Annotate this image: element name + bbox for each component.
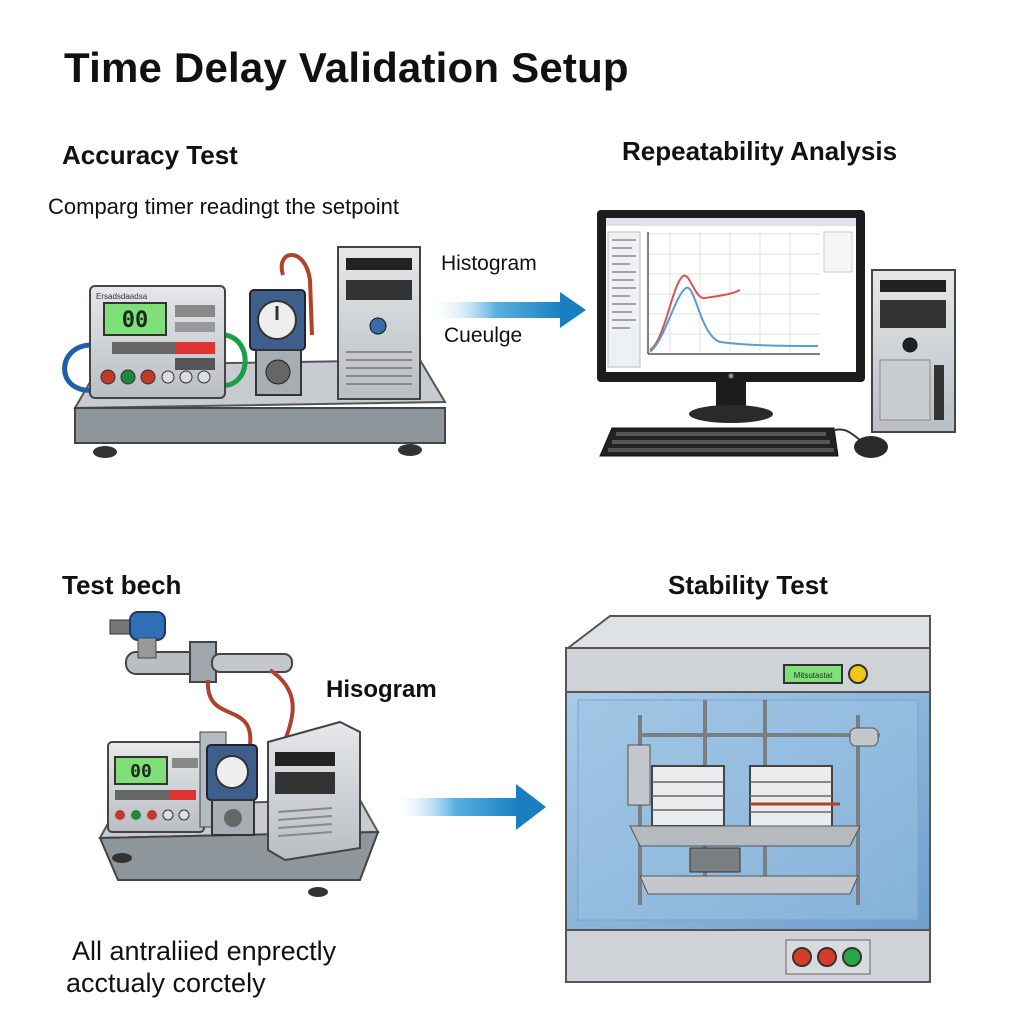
chamber-display: Mitsutastat xyxy=(794,671,833,680)
accuracy-test-caption: Comparg timer readingt the setpoint xyxy=(48,194,399,219)
arrow-label-histogram: Histogram xyxy=(441,252,537,275)
arrow-label-cueulge: Cueulge xyxy=(444,324,523,347)
arrow-to-repeatability xyxy=(430,292,586,328)
repeatability-computer xyxy=(597,210,956,458)
repeatability-analysis-heading: Repeatability Analysis xyxy=(622,136,898,166)
arrow-to-stability xyxy=(392,784,546,830)
arrow-label-hisogram: Hisogram xyxy=(326,676,437,703)
stability-chamber: Mitsutastat xyxy=(565,615,931,983)
test-bench-setup: 00 xyxy=(98,611,380,897)
stability-test-heading: Stability Test xyxy=(668,570,828,600)
test-bench-caption-line1: All antraliied enprectly xyxy=(72,936,337,966)
accuracy-timer-brand: Ersadsdaadsa xyxy=(96,292,148,301)
test-bench-caption-line2: acctualy corctely xyxy=(66,968,266,998)
accuracy-test-bench: 00 Ersadsdaadsa xyxy=(62,246,447,458)
accuracy-timer-lcd: 00 xyxy=(122,308,149,333)
test-bench-heading: Test bech xyxy=(62,570,182,600)
page-title: Time Delay Validation Setup xyxy=(64,44,629,91)
test-bench-timer-lcd: 00 xyxy=(130,761,152,782)
accuracy-test-heading: Accuracy Test xyxy=(62,140,238,170)
